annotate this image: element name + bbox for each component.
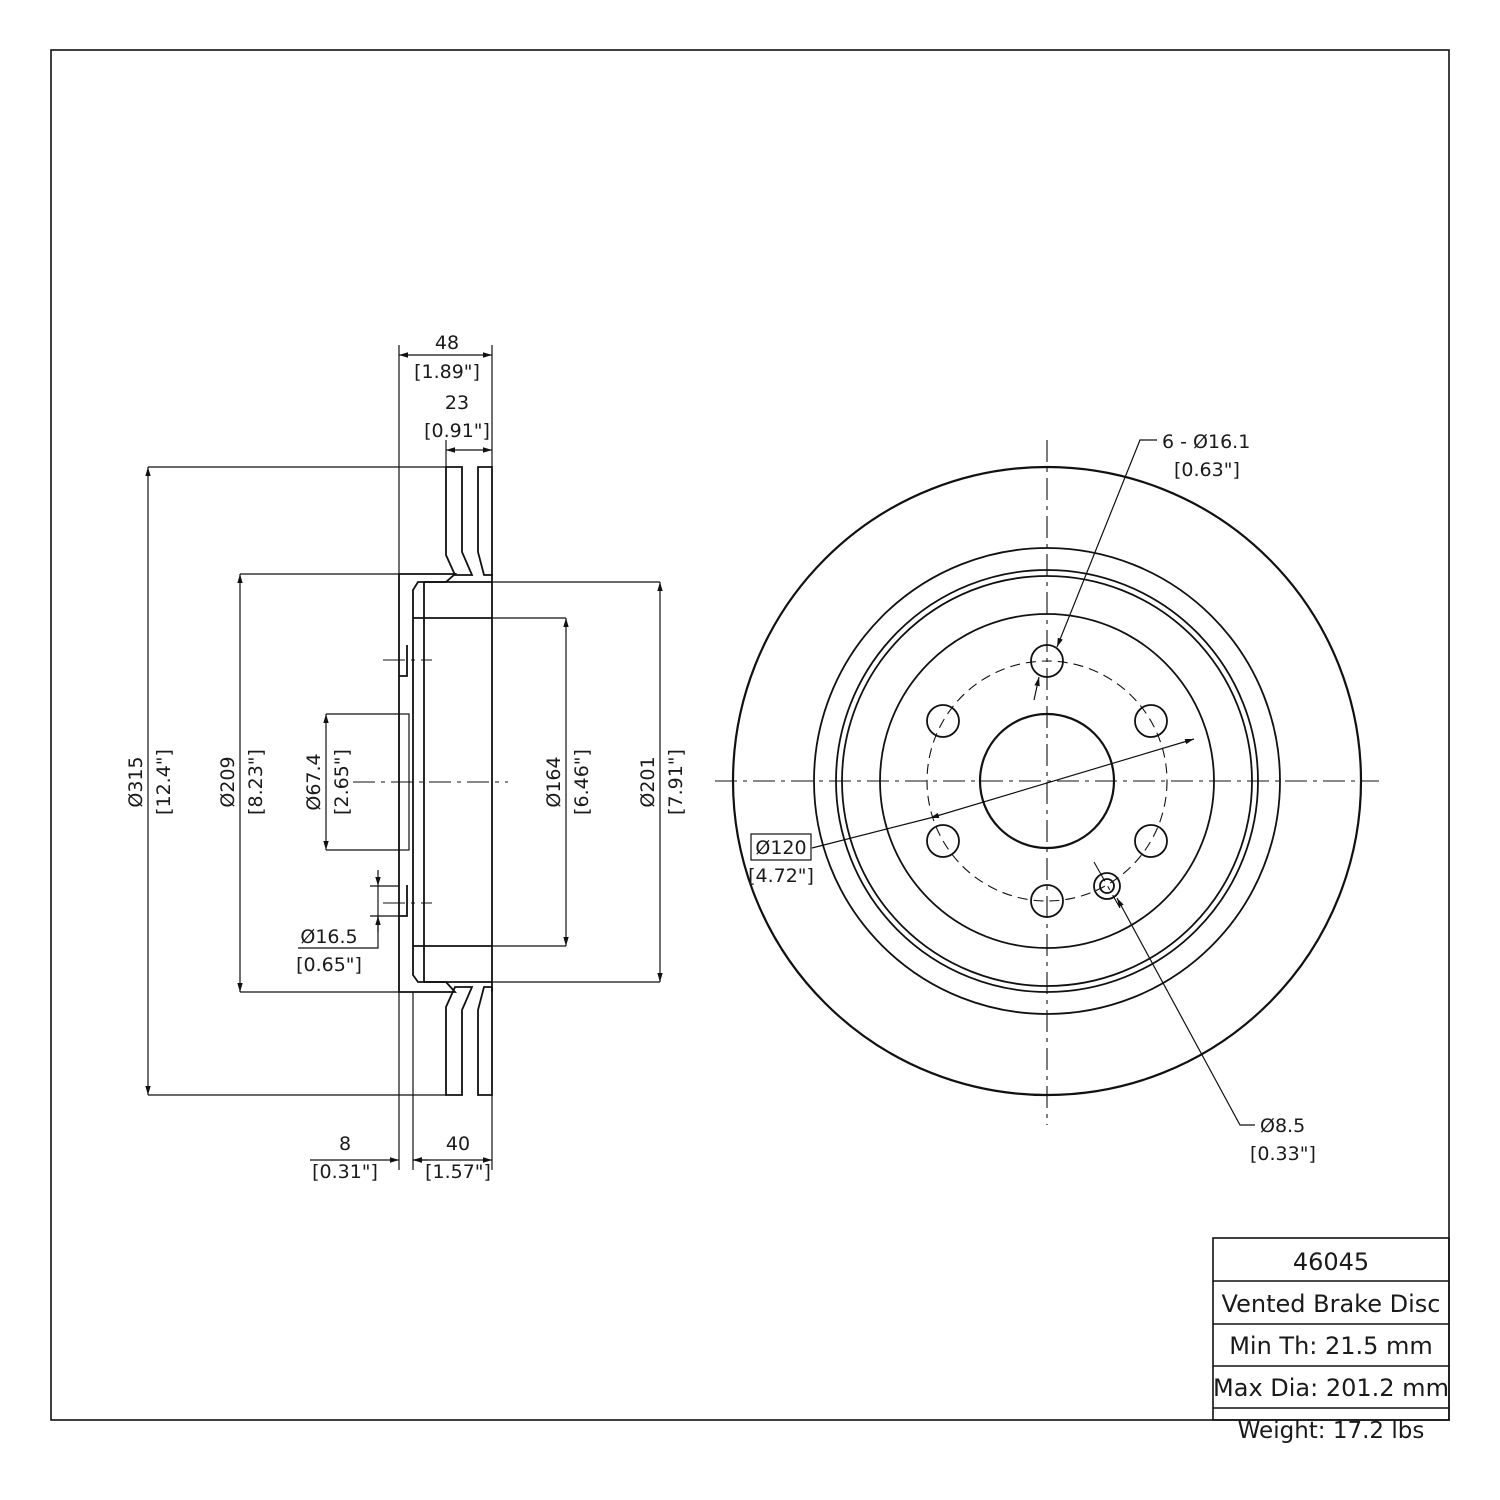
dim-depth-inch: [1.57"]: [425, 1161, 491, 1183]
side-section-view: 48 [1.89"] 23 [0.91"] Ø315 [12.4"] Ø209 …: [125, 332, 687, 1183]
locator-hole-outer: [1093, 872, 1121, 900]
dim-dia209-inch: [8.23"]: [245, 749, 267, 815]
dim-depth-mm: 40: [446, 1133, 470, 1155]
lower-outer-plate: [445, 986, 474, 1096]
dim-dia209-mm: Ø209: [217, 756, 239, 807]
drawing-border: [50, 49, 1450, 1421]
dim-lug-mm: Ø16.5: [300, 926, 357, 948]
max-diameter: Max Dia: 201.2 mm: [1213, 1374, 1449, 1402]
part-description: Vented Brake Disc: [1222, 1290, 1441, 1318]
dim-bolt-circle-inch: [4.72"]: [748, 865, 814, 887]
dim-thickness-mm: 23: [445, 392, 469, 414]
dim-dia67-mm: Ø67.4: [303, 753, 325, 810]
dim-width-inch: [1.89"]: [414, 361, 480, 383]
hat-flange-section: [398, 573, 458, 993]
upper-outer-plate: [445, 466, 474, 576]
bolt-hole-2: [1134, 704, 1168, 738]
bolt-hole-5: [926, 824, 960, 858]
dim-dia67-inch: [2.65"]: [331, 749, 353, 815]
bolt-hole-6: [926, 704, 960, 738]
dim-line-bolt-circle: [929, 738, 1195, 819]
dim-bolt-holes-inch: [0.63"]: [1174, 459, 1240, 481]
weight: Weight: 17.2 lbs: [1238, 1418, 1425, 1444]
title-block: 46045 Vented Brake Disc Min Th: 21.5 mm …: [1212, 1237, 1450, 1444]
lower-inner-plate: [477, 986, 493, 1096]
dim-thickness-inch: [0.91"]: [424, 420, 490, 442]
dim-bolt-circle-mm: Ø120: [755, 837, 806, 859]
dim-width-mm: 48: [435, 332, 459, 354]
dim-dia201-inch: [7.91"]: [665, 749, 687, 815]
dim-lug-inch: [0.65"]: [296, 954, 362, 976]
dim-bolt-holes-mm: 6 - Ø16.1: [1162, 431, 1250, 453]
locator-hole-inner: [1099, 878, 1115, 894]
dim-dia315-mm: Ø315: [125, 756, 147, 807]
dim-locator-mm: Ø8.5: [1260, 1115, 1305, 1137]
dim-locator-inch: [0.33"]: [1250, 1143, 1316, 1165]
dim-dia164-mm: Ø164: [543, 756, 565, 807]
bolt-circle-basic-box: [750, 833, 812, 861]
part-number: 46045: [1293, 1248, 1369, 1276]
bolt-hole-3: [1134, 824, 1168, 858]
front-view: Ø120 [4.72"] 6 - Ø16.1 [0.63"] Ø8.5 [0.3…: [715, 431, 1379, 1165]
min-thickness: Min Th: 21.5 mm: [1229, 1332, 1433, 1360]
dim-dia164-inch: [6.46"]: [571, 749, 593, 815]
dim-dia201-mm: Ø201: [637, 756, 659, 807]
dim-dia315-inch: [12.4"]: [153, 749, 175, 815]
dim-flange-mm: 8: [339, 1133, 351, 1155]
upper-inner-plate: [477, 466, 493, 576]
dim-flange-inch: [0.31"]: [312, 1161, 378, 1183]
